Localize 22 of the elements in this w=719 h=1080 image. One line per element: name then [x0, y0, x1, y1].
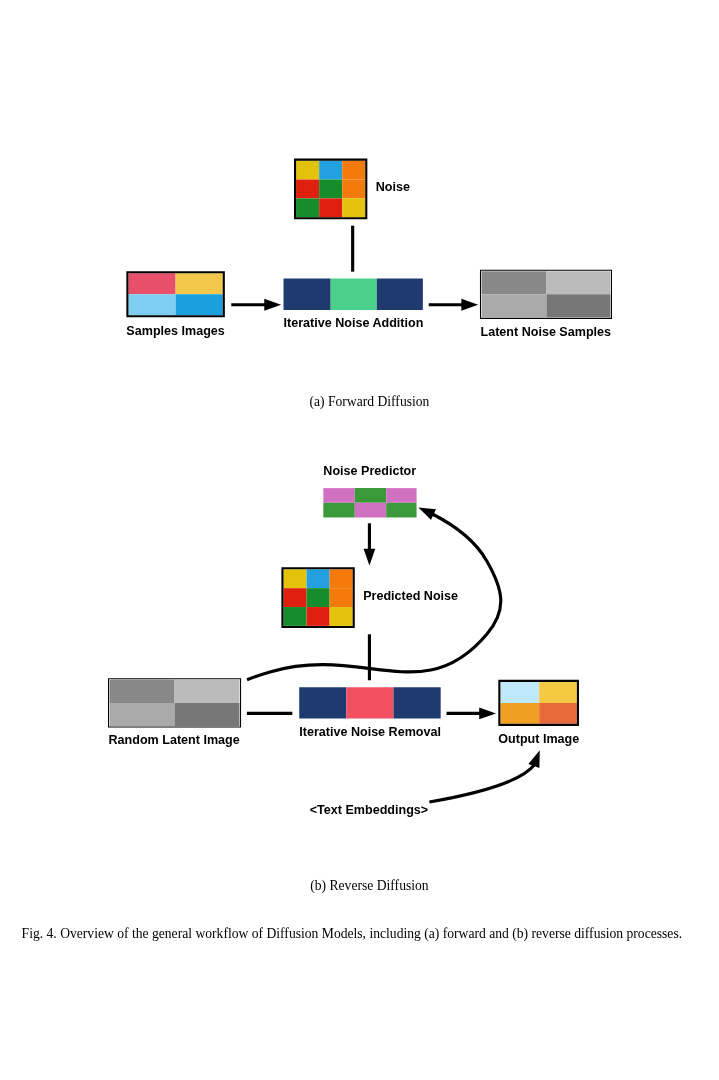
label: (a) Forward Diffusion	[308, 393, 429, 409]
arrow	[246, 506, 502, 681]
node-label: Random Latent Image	[108, 732, 240, 747]
node-label: Output Image	[497, 731, 579, 746]
connector	[367, 633, 371, 680]
arrow	[363, 522, 375, 565]
node-label: Iterative Noise Removal	[298, 724, 441, 739]
node-label: Iterative Noise Addition	[283, 315, 423, 330]
arrow	[428, 749, 540, 804]
arrow	[446, 707, 496, 719]
arrow	[230, 298, 281, 311]
arrow	[428, 298, 478, 311]
connector	[246, 711, 292, 715]
node-label: Latent Noise Samples	[479, 324, 611, 339]
caption: Fig. 4. Overview of the general workflow of Diffusion Models, including (a) forward and (b) reverse diffusion processes.	[21, 925, 682, 940]
node-label: Predicted Noise	[362, 588, 458, 603]
connector	[350, 225, 354, 272]
node-label: Noise Predictor	[322, 463, 416, 478]
node-label: Samples Images	[125, 323, 225, 338]
label: (b) Reverse Diffusion	[309, 877, 429, 893]
node-text: <Text Embeddings>	[309, 802, 428, 817]
node-label: Noise	[375, 179, 410, 194]
